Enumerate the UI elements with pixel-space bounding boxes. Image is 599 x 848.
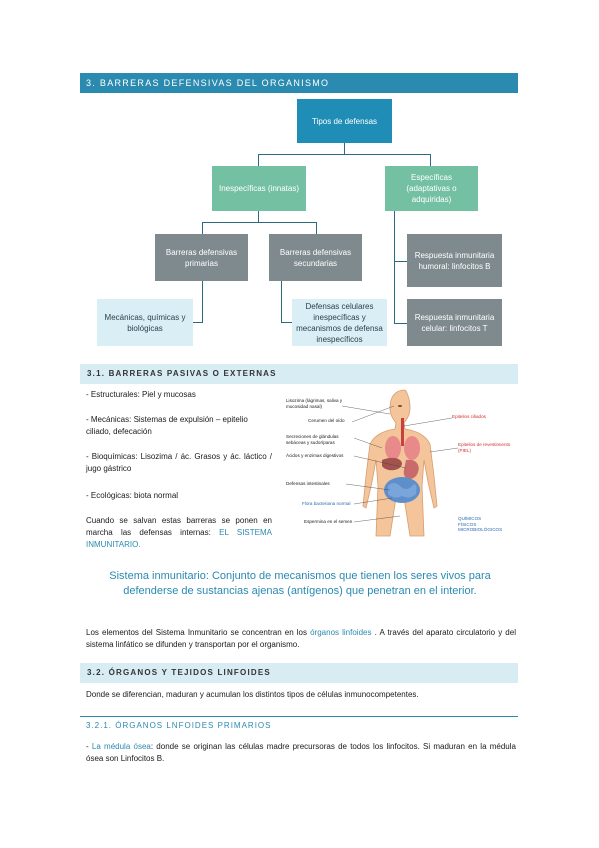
organos-linfoides-highlight: órganos linfoides: [310, 628, 372, 637]
diagram-celulares: Defensas celulares inespecíficas y mecan…: [292, 299, 387, 346]
figure-label: Epitelios ciliados: [452, 414, 486, 419]
paragraph-text: : donde se originan las células madre pr…: [86, 742, 516, 763]
sistema-inmunitario-highlight: EL SISTEMA INMUNITARIO.: [86, 528, 272, 549]
figure-label: Secreciones de glándulas sebáceas y sudo…: [286, 434, 339, 445]
list-item: - Bioquímicas: Lisozima / ác. Grasos y á…: [86, 452, 272, 473]
list-item: - Estructurales: Piel y mucosas: [86, 390, 196, 399]
figure-label: Espermina en el semen: [304, 519, 353, 524]
diagram-inespecificas: Inespecíficas (innatas): [212, 166, 306, 211]
subsubsection-title: 3.2.1. ÓRGANOS LNFOIDES PRIMARIOS: [86, 721, 272, 730]
paragraph-text: Los elementos del Sistema Inmunitario se…: [86, 628, 307, 637]
figure-legend: QUÍMICOS FÍSICOS MICROBIOLÓGICOS: [458, 516, 503, 532]
paragraph-text: Cuando se salvan estas barreras se ponen…: [86, 516, 272, 537]
divider: [80, 716, 518, 717]
human-body-illustration: [341, 389, 459, 537]
diagram-root: Tipos de defensas: [297, 99, 392, 143]
figure-label: Lisozima (lágrimas, saliva y mucosidad n…: [286, 398, 343, 409]
figure-label: Flora bacteriana normal: [302, 501, 351, 506]
figure-label: Epitelios de revestimiento (PIEL): [458, 442, 511, 453]
section-title: 3. BARRERAS DEFENSIVAS DEL ORGANISMO: [80, 73, 518, 93]
figure-label: Defensas intestinales: [286, 481, 330, 486]
paragraph: Cuando se salvan estas barreras se ponen…: [86, 515, 272, 551]
subsection-title: 3.2. ÓRGANOS Y TEJIDOS LINFOIDES: [80, 663, 518, 683]
list-item: - Mecánicas: Sistemas de expulsión – epi…: [86, 415, 248, 436]
dash: -: [86, 742, 89, 751]
diagram-celular: Respuesta inmunitaria celular: linfocito…: [407, 299, 502, 346]
medula-osea-highlight: La médula ósea: [91, 742, 151, 751]
paragraph-text: . A través del aparato circulatorio y de…: [86, 628, 516, 649]
paragraph: Donde se diferencian, maduran y acumulan…: [86, 690, 419, 699]
definition-quote: Sistema inmunitario: Conjunto de mecanis…: [109, 570, 491, 597]
diagram-especificas: Específicas (adaptativas o adquiridas): [385, 166, 478, 211]
diagram-secundarias: Barreras defensivas secundarias: [269, 234, 362, 281]
body-figure: Lisozima (lágrimas, saliva y mucosidad n…: [282, 386, 518, 546]
diagram-humoral: Respuesta inmunitaria humoral: linfocito…: [407, 234, 502, 287]
subsection-title: 3.1. BARRERAS PASIVAS O EXTERNAS: [80, 364, 518, 384]
diagram-primarias: Barreras defensivas primarias: [155, 234, 248, 281]
list-item: - Ecológicas: biota normal: [86, 491, 179, 500]
figure-label: Cerumen del oído: [308, 418, 345, 423]
figure-label: Ácidos y enzimas digestivos: [286, 453, 344, 458]
diagram-mecanicas: Mecánicas, químicas y biológicas: [97, 299, 193, 346]
medula-paragraph: - La médula ósea: donde se originan las …: [86, 741, 516, 765]
organos-paragraph: Los elementos del Sistema Inmunitario se…: [86, 627, 516, 651]
